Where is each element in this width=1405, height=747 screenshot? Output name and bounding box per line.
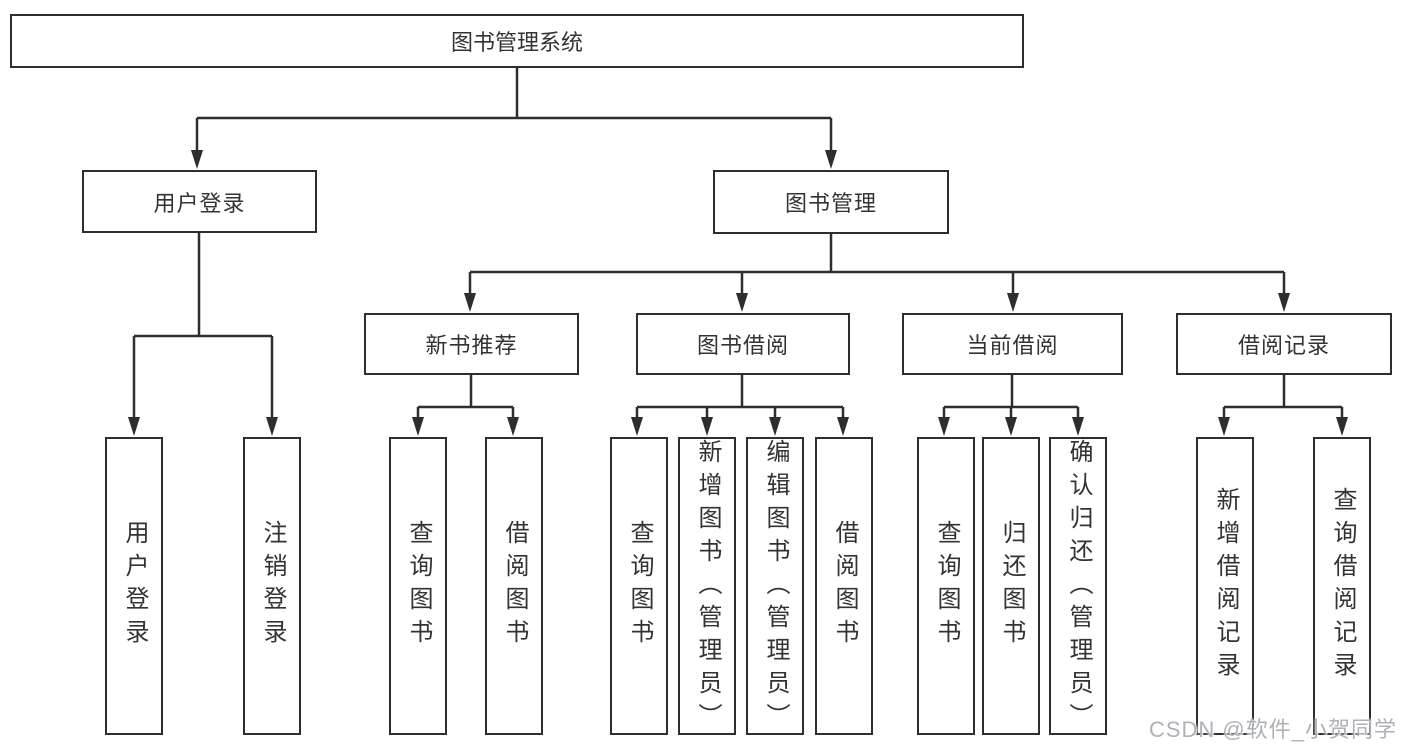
leaf-query-books-recommend-label: 查询图书 bbox=[405, 520, 432, 652]
node-borrow-records: 借阅记录 bbox=[1176, 313, 1392, 375]
leaf-add-books-admin: 新增图书（管理员） bbox=[678, 437, 736, 736]
node-root-library-management-system: 图书管理系统 bbox=[10, 14, 1024, 68]
leaf-edit-books-admin-label: 编辑图书（管理员） bbox=[762, 439, 789, 736]
leaf-add-borrow-record-label: 新增借阅记录 bbox=[1212, 487, 1239, 685]
leaf-query-borrow-record-label: 查询借阅记录 bbox=[1329, 487, 1356, 685]
leaf-query-books-recommend: 查询图书 bbox=[389, 437, 447, 735]
node-new-book-recommend-label: 新书推荐 bbox=[425, 333, 518, 358]
node-borrow-records-label: 借阅记录 bbox=[1237, 333, 1330, 358]
leaf-borrow-books-recommend-label: 借阅图书 bbox=[501, 520, 528, 652]
leaf-logout-label: 注销登录 bbox=[259, 520, 286, 652]
node-current-borrow: 当前借阅 bbox=[902, 313, 1123, 375]
node-book-borrow-label: 图书借阅 bbox=[696, 333, 789, 358]
leaf-return-books-label: 归还图书 bbox=[998, 520, 1025, 652]
node-user-login: 用户登录 bbox=[82, 170, 317, 233]
leaf-add-books-admin-label: 新增图书（管理员） bbox=[694, 439, 721, 736]
node-user-login-label: 用户登录 bbox=[153, 190, 246, 216]
leaf-confirm-return-admin-label: 确认归还（管理员） bbox=[1065, 439, 1092, 736]
leaf-query-books-current-label: 查询图书 bbox=[933, 520, 960, 652]
node-root-label: 图书管理系统 bbox=[450, 30, 583, 55]
node-new-book-recommend: 新书推荐 bbox=[364, 313, 579, 375]
leaf-query-books-borrow-label: 查询图书 bbox=[626, 520, 653, 652]
leaf-user-login: 用户登录 bbox=[105, 437, 163, 735]
leaf-user-login-label: 用户登录 bbox=[121, 520, 148, 652]
node-book-management: 图书管理 bbox=[713, 170, 949, 234]
csdn-watermark: CSDN @软件_小贺同学 bbox=[1148, 717, 1397, 742]
leaf-borrow-books-label: 借阅图书 bbox=[831, 520, 858, 652]
leaf-query-borrow-record: 查询借阅记录 bbox=[1313, 437, 1371, 735]
arrowheads bbox=[128, 150, 1348, 436]
leaf-add-borrow-record: 新增借阅记录 bbox=[1196, 437, 1254, 735]
node-current-borrow-label: 当前借阅 bbox=[966, 333, 1059, 358]
leaf-query-books-borrow: 查询图书 bbox=[610, 437, 668, 735]
leaf-query-books-current: 查询图书 bbox=[917, 437, 975, 735]
leaf-borrow-books: 借阅图书 bbox=[815, 437, 873, 735]
leaf-return-books: 归还图书 bbox=[982, 437, 1040, 735]
leaf-edit-books-admin: 编辑图书（管理员） bbox=[746, 437, 804, 736]
node-book-borrow: 图书借阅 bbox=[636, 313, 850, 375]
node-book-management-label: 图书管理 bbox=[784, 191, 877, 216]
leaf-borrow-books-recommend: 借阅图书 bbox=[485, 437, 543, 735]
leaf-logout: 注销登录 bbox=[243, 437, 301, 735]
leaf-confirm-return-admin: 确认归还（管理员） bbox=[1049, 437, 1107, 736]
